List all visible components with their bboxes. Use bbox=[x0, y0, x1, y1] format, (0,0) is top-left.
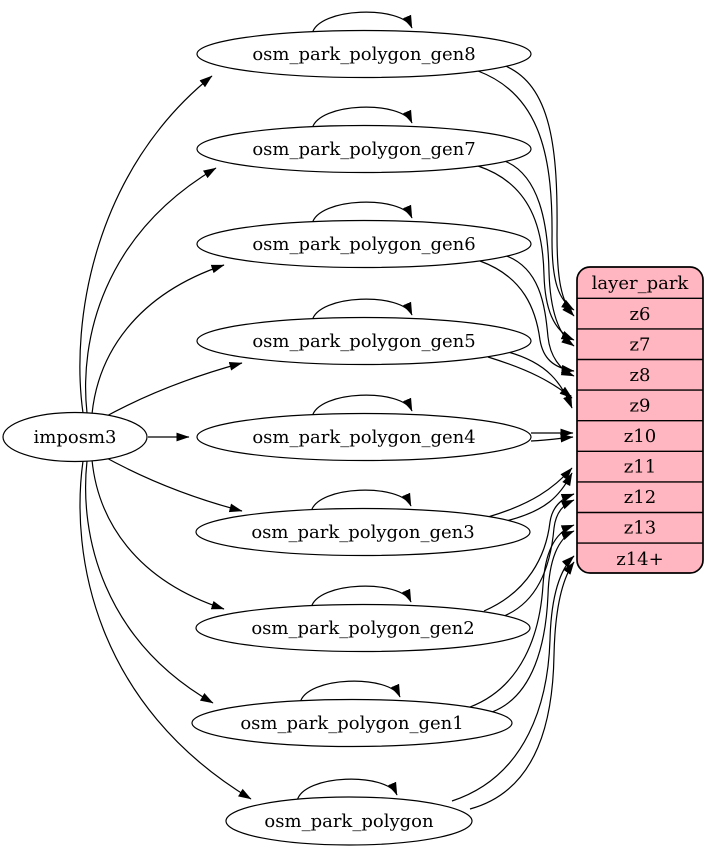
edges-from-source bbox=[79, 75, 252, 800]
record-row-z10: z10 bbox=[624, 426, 656, 447]
record-row-z14: z14+ bbox=[616, 549, 663, 570]
table-node-gen6: osm_park_polygon_gen6 bbox=[196, 219, 532, 269]
edge-osm-park-polygon-z14-a bbox=[451, 555, 575, 802]
gen8-label: osm_park_polygon_gen8 bbox=[252, 44, 475, 65]
osm-park-polygon-ellipse bbox=[225, 796, 473, 846]
gen1-ellipse bbox=[191, 698, 513, 748]
record-row-z6: z6 bbox=[630, 304, 651, 325]
edge-gen2-z12-b bbox=[503, 499, 575, 617]
edge-imposm3-gen1 bbox=[84, 460, 214, 704]
layer-park-title: layer_park bbox=[592, 273, 690, 294]
self-loops bbox=[296, 11, 413, 802]
edge-gen3-z11-b bbox=[505, 472, 573, 522]
gen7-ellipse bbox=[196, 124, 532, 174]
edges-to-record bbox=[451, 64, 575, 810]
edge-gen8-z6-b bbox=[502, 64, 575, 317]
edge-imposm3-gen6 bbox=[91, 264, 225, 415]
gen5-label: osm_park_polygon_gen5 bbox=[252, 331, 475, 352]
imposm3-label: imposm3 bbox=[34, 427, 117, 448]
gen2-label: osm_park_polygon_gen2 bbox=[251, 618, 474, 639]
gen5-ellipse bbox=[196, 316, 532, 366]
record-row-z12: z12 bbox=[624, 487, 656, 508]
edge-imposm3-gen2 bbox=[91, 459, 225, 610]
edge-gen6-z8-a bbox=[479, 260, 575, 374]
table-node-gen3: osm_park_polygon_gen3 bbox=[195, 507, 531, 557]
self-loop-gen5 bbox=[311, 298, 413, 322]
osm-park-polygon-label: osm_park_polygon bbox=[264, 811, 434, 832]
table-node-gen4: osm_park_polygon_gen4 bbox=[196, 412, 532, 462]
gen6-ellipse bbox=[196, 219, 532, 269]
edge-gen8-z6-a bbox=[477, 70, 575, 311]
table-node-gen2: osm_park_polygon_gen2 bbox=[195, 603, 531, 653]
record-row-z13: z13 bbox=[624, 518, 656, 539]
gen8-ellipse bbox=[196, 29, 532, 79]
edge-gen7-z7-b bbox=[501, 159, 575, 347]
edge-imposm3-gen3 bbox=[102, 455, 243, 513]
edge-gen2-z12-a bbox=[483, 493, 575, 612]
edge-gen5-z9-a bbox=[487, 356, 573, 399]
gen4-label: osm_park_polygon_gen4 bbox=[252, 427, 475, 448]
edge-imposm3-gen8 bbox=[79, 75, 213, 414]
table-node-gen5: osm_park_polygon_gen5 bbox=[196, 316, 532, 366]
record-node-layer-park: layer_park z6 z7 z8 z9 z10 z11 z12 z13 z… bbox=[576, 266, 704, 574]
gen7-label: osm_park_polygon_gen7 bbox=[252, 139, 475, 160]
edge-gen5-z9-b bbox=[507, 351, 573, 409]
edge-gen6-z8-b bbox=[503, 254, 575, 377]
edge-gen4-z10-b bbox=[530, 433, 574, 443]
record-row-z11: z11 bbox=[624, 457, 656, 478]
gen2-ellipse bbox=[195, 603, 531, 653]
edge-gen1-z13-a bbox=[469, 524, 575, 708]
record-row-z8: z8 bbox=[630, 365, 651, 386]
self-loop-gen6 bbox=[311, 201, 413, 225]
edge-gen7-z7-a bbox=[477, 165, 575, 341]
source-node-imposm3: imposm3 bbox=[2, 411, 148, 463]
table-node-osm-park-polygon: osm_park_polygon bbox=[225, 796, 473, 846]
self-loop-gen4 bbox=[311, 394, 413, 418]
self-loop-gen1 bbox=[299, 680, 401, 704]
imposm3-ellipse bbox=[2, 411, 148, 463]
self-loop-gen8 bbox=[311, 11, 413, 35]
gen3-ellipse bbox=[195, 507, 531, 557]
gen3-label: osm_park_polygon_gen3 bbox=[251, 522, 474, 543]
edge-imposm3-gen7 bbox=[84, 167, 217, 414]
self-loop-osm-park-polygon bbox=[296, 778, 398, 802]
table-node-gen8: osm_park_polygon_gen8 bbox=[196, 29, 532, 79]
gen1-label: osm_park_polygon_gen1 bbox=[240, 713, 463, 734]
edge-imposm3-gen5 bbox=[102, 362, 243, 419]
edge-osm-park-polygon-z14-b bbox=[469, 561, 575, 810]
table-node-gen1: osm_park_polygon_gen1 bbox=[191, 698, 513, 748]
gen4-ellipse bbox=[196, 412, 532, 462]
record-row-z9: z9 bbox=[630, 396, 651, 417]
edge-imposm3-osm-park-polygon bbox=[79, 460, 252, 800]
record-row-z7: z7 bbox=[630, 335, 651, 356]
self-loop-gen3 bbox=[310, 489, 412, 513]
gen6-label: osm_park_polygon_gen6 bbox=[252, 234, 475, 255]
self-loop-gen2 bbox=[310, 585, 412, 609]
self-loop-gen7 bbox=[311, 106, 413, 130]
table-node-gen7: osm_park_polygon_gen7 bbox=[196, 124, 532, 174]
edge-gen1-z13-b bbox=[491, 530, 575, 713]
